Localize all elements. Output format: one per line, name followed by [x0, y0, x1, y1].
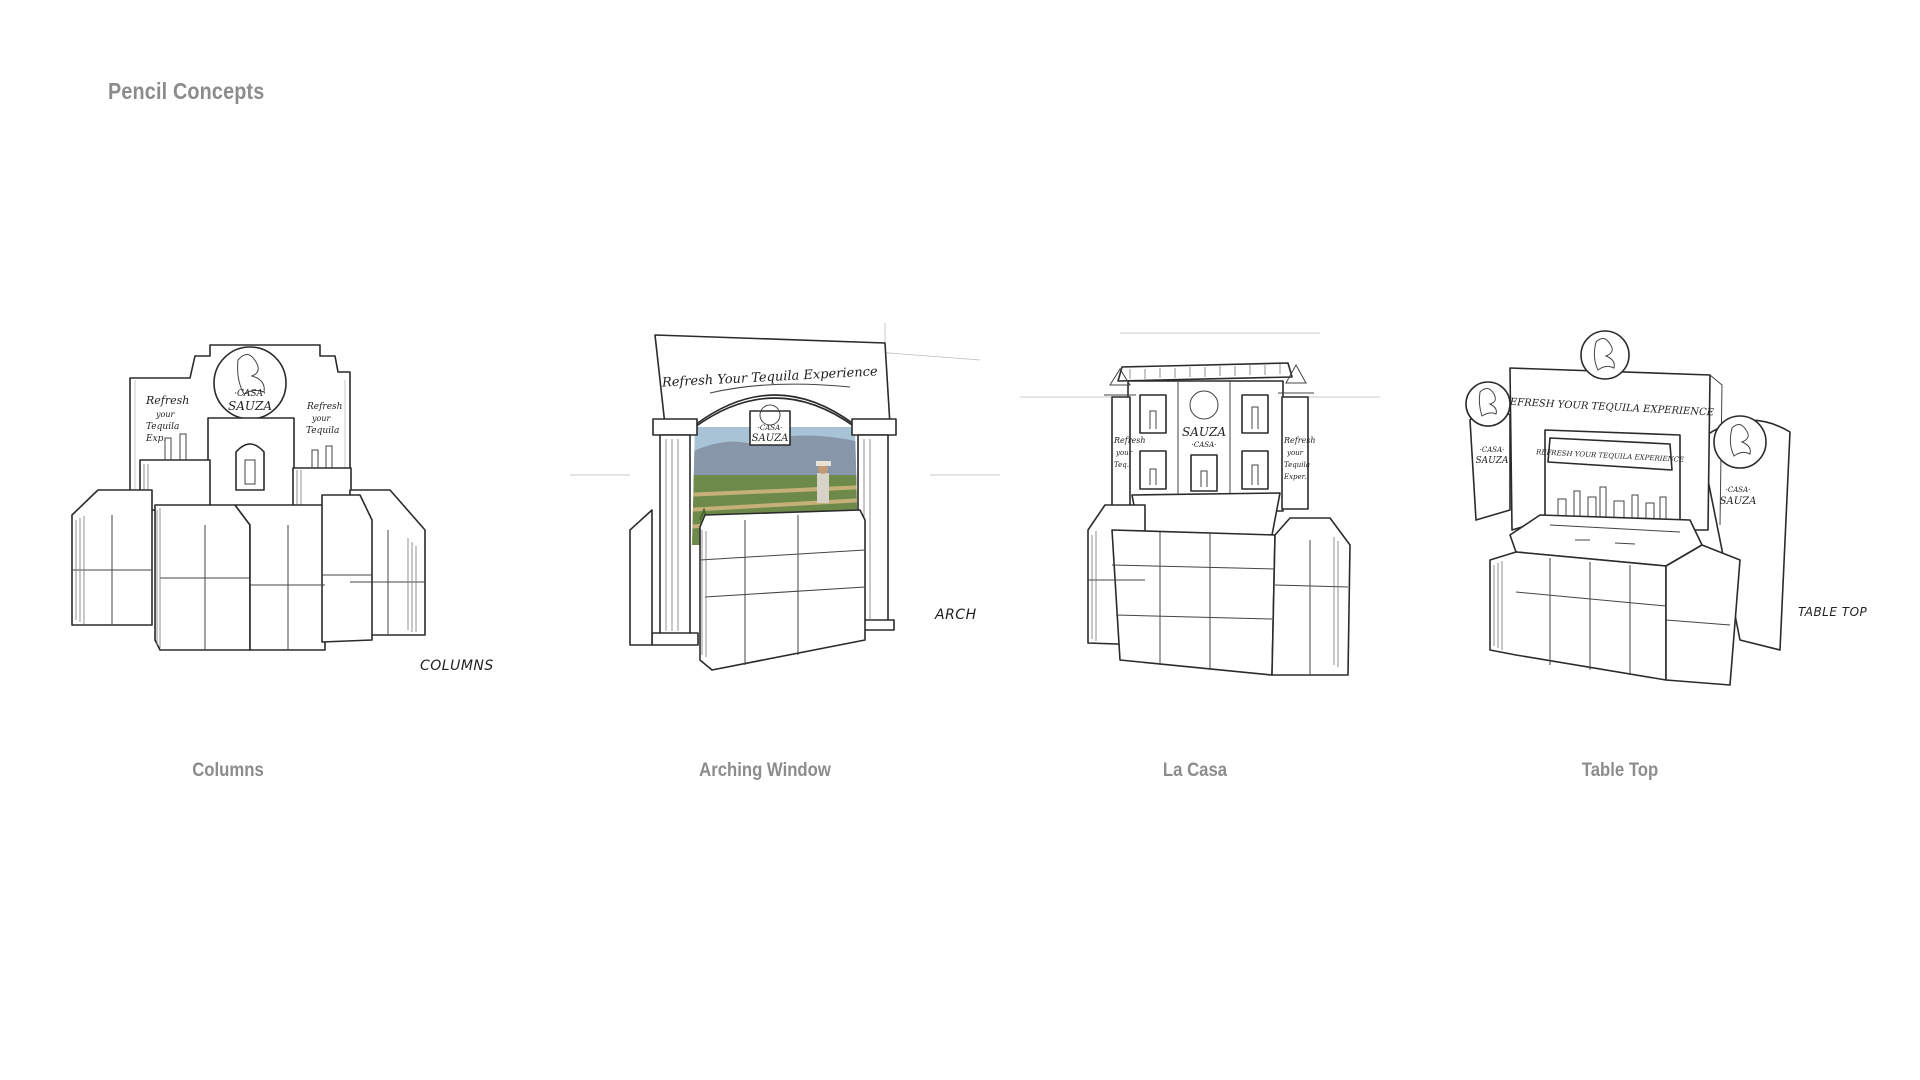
brand-main-left: SAUZA	[1475, 456, 1509, 466]
concept-la-casa: SAUZA ·CASA· Refresh your Teq. Refresh y…	[1020, 325, 1400, 705]
panel-left-line-4: Exp.	[145, 434, 166, 444]
concept-table-top: REFRESH YOUR TEQUILA EXPERIENCE REFRESH …	[1440, 320, 1900, 700]
table-top-sketch: REFRESH YOUR TEQUILA EXPERIENCE REFRESH …	[1465, 330, 1791, 686]
sketch-note: ARCH	[935, 607, 977, 623]
panel-right-line-3: Tequila	[306, 426, 339, 436]
hanging-logo	[749, 410, 791, 446]
panel-right-line-2: your	[311, 414, 331, 423]
panel-left-line-3: Teq.	[1114, 461, 1129, 469]
caption-table-top: Table Top	[1581, 760, 1659, 781]
panel-right-line-1: Refresh	[1283, 436, 1316, 445]
brand-main: SAUZA	[228, 399, 272, 413]
panel-right-line-2: your	[1286, 449, 1304, 457]
brand-main-right: SAUZA	[1720, 496, 1757, 507]
sketch-note: TABLE TOP	[1798, 605, 1868, 619]
logo-medallion-right	[1713, 415, 1767, 469]
logo-medallion-left	[1465, 381, 1511, 427]
panel-left-line-2: your	[155, 410, 175, 419]
panel-left-line-2: your	[1115, 449, 1133, 457]
panel-left-line-1: Refresh	[1113, 436, 1146, 445]
panel-right-line-1: Refresh	[306, 402, 342, 412]
brand-top: ·CASA·	[234, 389, 266, 399]
sketch-note: COLUMNS	[420, 658, 494, 674]
brand-main: SAUZA	[1182, 425, 1226, 439]
concept-columns: ·CASA· SAUZA Refresh your Tequila Exp. R…	[60, 320, 520, 690]
brand-main: SAUZA	[752, 433, 789, 444]
panel-right-line-3: Tequila	[1284, 461, 1310, 469]
panel-right-line-4: Exper.	[1283, 473, 1306, 481]
concept-arching-window: Refresh Your Tequila Experience ·CASA· S…	[560, 315, 1010, 695]
logo-medallion-top	[1580, 330, 1630, 380]
page-title: Pencil Concepts	[108, 78, 265, 104]
logo-medallion	[1189, 390, 1219, 420]
la-casa-sketch: SAUZA ·CASA· Refresh your Teq. Refresh y…	[1020, 332, 1380, 676]
arching-window-sketch: Refresh Your Tequila Experience ·CASA· S…	[570, 323, 1000, 671]
caption-columns: Columns	[192, 760, 264, 781]
brand-top-right: ·CASA·	[1726, 486, 1751, 494]
brand-top: ·CASA·	[758, 424, 783, 432]
brand-top-left: ·CASA·	[1480, 446, 1505, 454]
brand-top: ·CASA·	[1192, 441, 1217, 449]
caption-arching-window: Arching Window	[699, 760, 831, 781]
columns-sketch: ·CASA· SAUZA Refresh your Tequila Exp. R…	[71, 344, 426, 651]
panel-left-line-1: Refresh	[145, 394, 189, 407]
caption-la-casa: La Casa	[1162, 760, 1228, 781]
panel-left-line-3: Tequila	[146, 422, 179, 432]
